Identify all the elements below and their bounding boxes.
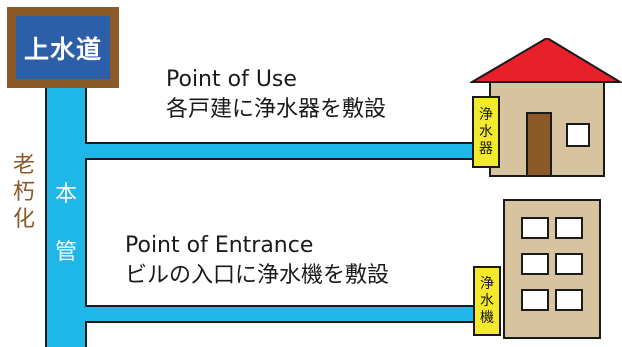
- filter-label-char: 機: [480, 309, 494, 326]
- main-pipe-edge: [85, 88, 87, 142]
- point-of-entrance-subtitle: ビルの入口に浄水機を敷設: [125, 263, 390, 288]
- aging-label-char: 朽: [12, 180, 35, 205]
- branch-pipe-building: [85, 305, 475, 323]
- point-of-use-title: Point of Use: [166, 67, 297, 92]
- filter-label-char: 浄: [480, 275, 494, 292]
- filter-label-char: 器: [479, 140, 493, 157]
- point-of-use-subtitle: 各戸建に浄水器を敷設: [166, 97, 387, 122]
- main-pipe-edge: [45, 88, 47, 347]
- filter-label-char: 水: [480, 292, 494, 309]
- aging-label-char: 老: [12, 153, 35, 178]
- building-icon: [503, 199, 601, 339]
- point-of-entrance-filter: 浄 水 機: [473, 266, 501, 336]
- main-pipe-label-char: 管: [54, 240, 77, 265]
- point-of-use-filter: 浄 水 器: [472, 96, 500, 168]
- main-pipe-edge: [85, 323, 87, 347]
- filter-label-char: 浄: [479, 106, 493, 123]
- main-pipe-edge: [85, 160, 87, 305]
- main-pipe-label-char: 本: [54, 182, 77, 207]
- main-pipe: [45, 88, 87, 347]
- water-supply-label: 上水道: [16, 16, 110, 79]
- house-icon: [470, 38, 622, 177]
- point-of-entrance-title: Point of Entrance: [125, 233, 314, 258]
- aging-label: 老 朽 化: [10, 152, 38, 233]
- filter-label-char: 水: [479, 123, 493, 140]
- branch-pipe-house: [85, 142, 475, 160]
- aging-label-char: 化: [12, 207, 35, 232]
